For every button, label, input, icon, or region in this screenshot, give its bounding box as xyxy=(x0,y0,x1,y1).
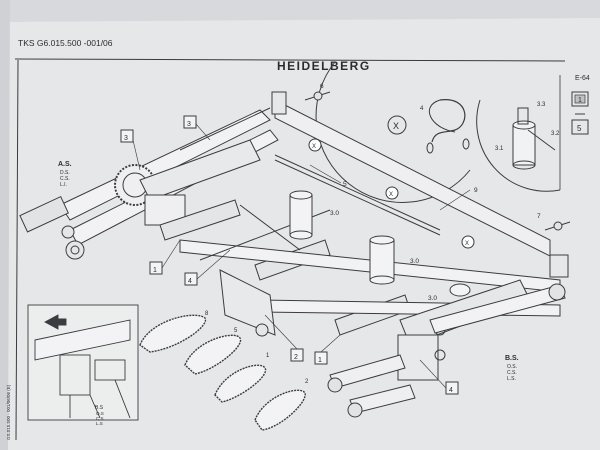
frame-left xyxy=(15,59,19,441)
ref-6: 6 xyxy=(320,83,324,90)
side-as: A.S. xyxy=(58,161,72,168)
callout-4b: 4 xyxy=(449,387,453,394)
ref-3-0-c: 3.0 xyxy=(428,295,437,302)
doc-number: TKS G6.015.500 -001/06 xyxy=(18,38,113,48)
frame-top xyxy=(14,58,566,62)
page-code: E-64 xyxy=(575,75,590,82)
belt-1: 1 xyxy=(266,353,270,359)
callout-3a: 3 xyxy=(124,135,128,142)
cylinder-group xyxy=(289,138,475,297)
inset-l3: L.S xyxy=(96,421,103,426)
callout-1b: 1 xyxy=(318,357,322,364)
callout-boxes xyxy=(120,115,459,395)
callout-2: 2 xyxy=(294,354,298,361)
page-nav: 1 5 xyxy=(571,91,589,135)
x-marker-1: X xyxy=(312,144,316,150)
callout-1a: 1 xyxy=(153,267,157,274)
ref-3-2: 3.2 xyxy=(551,131,560,137)
side-bs-l3: L.S. xyxy=(507,376,516,382)
side-bs-l1: O.S. xyxy=(507,364,517,370)
inset-l2: C.S xyxy=(96,416,104,421)
callout-3b: 3 xyxy=(187,121,191,128)
side-as-l3: L.I. xyxy=(60,182,67,188)
paper-shadow-left xyxy=(0,0,10,450)
page-next: 5 xyxy=(577,124,582,133)
side-bs-l2: C.S. xyxy=(507,370,517,376)
ref-4-detail: 4 xyxy=(420,106,424,112)
x-marker-2: X xyxy=(389,192,393,198)
ref-7: 7 xyxy=(537,213,541,220)
inset-l1: O.S xyxy=(96,411,104,416)
ref-3-0-b: 3.0 xyxy=(410,258,419,265)
brand-logo: HEIDELBERG xyxy=(277,59,371,73)
ref-9: 9 xyxy=(474,187,478,194)
ref-3-0-a: 3.0 xyxy=(330,210,339,217)
belt-5: 5 xyxy=(234,328,238,334)
leader-lines xyxy=(132,123,471,389)
page-current: 1 xyxy=(578,97,582,104)
x-marker-3: X xyxy=(465,241,469,247)
belts xyxy=(139,314,306,431)
side-as-l2: C.S. xyxy=(60,176,70,182)
callout-4a: 4 xyxy=(188,278,192,285)
ref-5: 5 xyxy=(343,181,347,188)
bolt-6 xyxy=(304,91,331,101)
assembly-drawing xyxy=(19,91,569,418)
margin-code: GS.015.500 - 001/06/06 (E) xyxy=(6,384,11,440)
detail-x-mark: X xyxy=(393,121,399,131)
ref-3-3: 3.3 xyxy=(537,102,546,108)
ref-3-1: 3.1 xyxy=(495,146,504,152)
detail-circle-cylinder: 3.3 3.2 3.1 xyxy=(476,75,561,192)
bolt-7 xyxy=(544,221,571,231)
belt-2: 2 xyxy=(305,379,309,385)
side-as-l1: D.S. xyxy=(60,170,70,176)
page-next-button[interactable] xyxy=(571,119,589,135)
paper-shadow-top xyxy=(0,0,600,22)
belt-8: 8 xyxy=(205,311,209,317)
inset-bs: B.S xyxy=(95,405,104,411)
side-bs: B.S. xyxy=(505,355,519,362)
inset-detail xyxy=(27,304,139,421)
